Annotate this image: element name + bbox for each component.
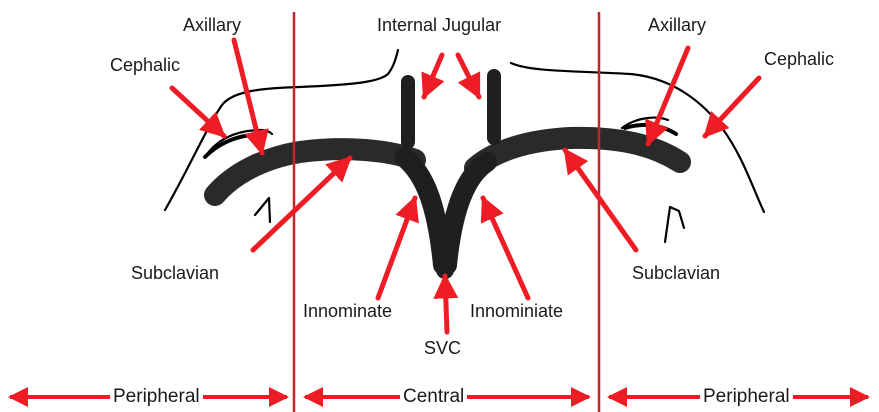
label-innominate-left: Innominate	[303, 302, 392, 320]
region-peripheral-right: Peripheral	[700, 387, 793, 406]
arrow-svc	[445, 276, 447, 332]
arrow-internal-jugular-right	[458, 55, 479, 97]
veins	[215, 76, 680, 270]
right-armpit-mark	[665, 207, 684, 242]
arrow-subclavian-right	[565, 150, 636, 250]
region-central: Central	[400, 387, 467, 406]
label-axillary-right: Axillary	[648, 16, 706, 34]
region-peripheral-left: Peripheral	[110, 387, 203, 406]
label-innominate-right: Innominiate	[470, 302, 563, 320]
arrow-internal-jugular-left	[424, 55, 442, 97]
left-armpit-mark	[255, 198, 270, 222]
left-shoulder-outline	[165, 50, 398, 210]
arrow-cephalic-left	[172, 88, 224, 136]
label-cephalic-left: Cephalic	[110, 56, 180, 74]
label-subclavian-right: Subclavian	[632, 264, 720, 282]
label-svc: SVC	[424, 339, 461, 357]
label-cephalic-right: Cephalic	[764, 50, 834, 68]
arrow-innominate-left	[378, 198, 415, 298]
label-axillary-left: Axillary	[183, 16, 241, 34]
arrow-cephalic-right	[705, 78, 759, 136]
arrow-innominate-right	[483, 198, 528, 298]
label-internal-jugular: Internal Jugular	[377, 16, 501, 34]
label-subclavian-left: Subclavian	[131, 264, 219, 282]
